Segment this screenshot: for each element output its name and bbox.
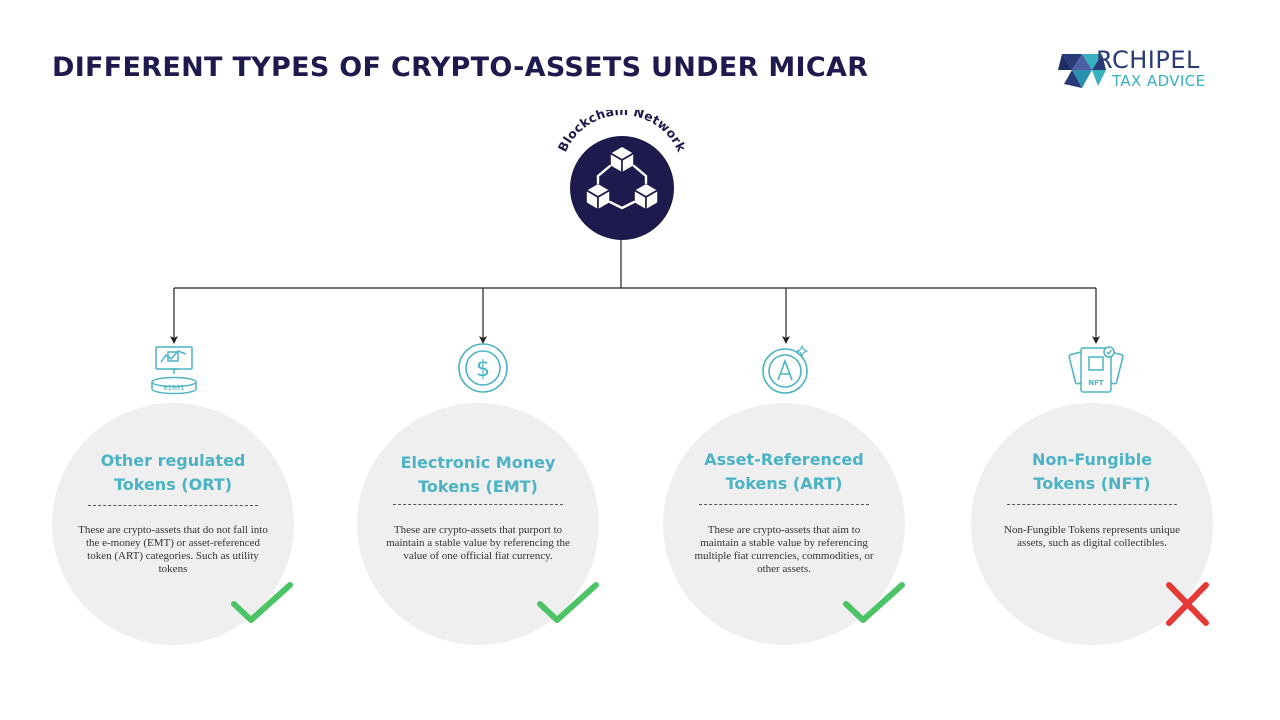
nft-card-icon: NFT bbox=[1068, 346, 1124, 393]
category-card-nft: Non-Fungible Tokens (NFT) Non-Fungible T… bbox=[971, 403, 1213, 645]
ort-title: Other regulated Tokens (ORT) bbox=[100, 451, 246, 494]
emt-description: These are crypto-assets that purport to … bbox=[386, 524, 570, 562]
archipel-logo: RCHIPEL TAX ADVICE bbox=[1058, 44, 1248, 98]
svg-text:01001: 01001 bbox=[163, 384, 184, 392]
art-title: Asset-Referenced Tokens (ART) bbox=[704, 450, 864, 493]
check-icon bbox=[231, 582, 293, 623]
emt-title: Electronic Money Tokens (EMT) bbox=[400, 453, 556, 496]
nft-title: Non-Fungible Tokens (NFT) bbox=[1031, 450, 1153, 493]
category-card-art: Asset-Referenced Tokens (ART) These are … bbox=[663, 403, 905, 645]
coin-stack-icon: 01001 bbox=[151, 346, 197, 395]
category-card-ort: Other regulated Tokens (ORT) These are c… bbox=[52, 403, 294, 645]
cross-icon bbox=[1166, 582, 1209, 626]
check-icon bbox=[537, 582, 599, 623]
blockchain-network-hub: Blockchain Network bbox=[555, 110, 689, 240]
svg-text:$: $ bbox=[476, 357, 490, 382]
logo-name: RCHIPEL bbox=[1096, 46, 1200, 74]
archipel-triangle-icon bbox=[1058, 54, 1106, 88]
ort-description: These are crypto-assets that do not fall… bbox=[78, 524, 268, 575]
card-divider bbox=[699, 504, 869, 505]
nft-icon-label: NFT bbox=[1088, 379, 1104, 387]
dollar-coin-icon: $ bbox=[458, 343, 508, 393]
logo-subtitle: TAX ADVICE bbox=[1112, 72, 1206, 90]
blockchain-cubes-icon bbox=[585, 145, 659, 211]
category-card-emt: Electronic Money Tokens (EMT) These are … bbox=[357, 403, 599, 645]
card-divider bbox=[1007, 504, 1177, 505]
check-icon bbox=[843, 582, 905, 623]
card-divider bbox=[88, 505, 258, 506]
card-divider bbox=[393, 504, 563, 505]
asset-coin-icon bbox=[762, 344, 809, 394]
art-description: These are crypto-assets that aim to main… bbox=[694, 524, 874, 575]
slide-title: DIFFERENT TYPES OF CRYPTO-ASSETS UNDER M… bbox=[52, 52, 869, 83]
nft-description: Non-Fungible Tokens represents unique as… bbox=[1004, 524, 1180, 549]
